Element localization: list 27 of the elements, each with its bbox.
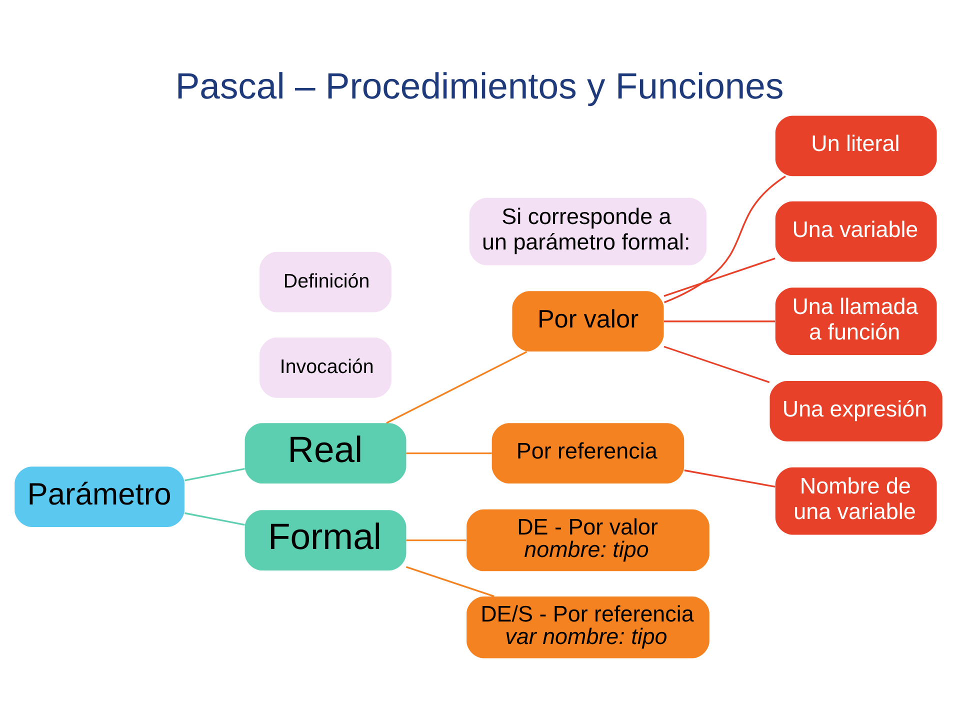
- connector: [684, 469, 775, 488]
- connector: [386, 350, 527, 424]
- connector: [663, 175, 786, 303]
- node-box: Por referencia: [491, 422, 684, 483]
- connector: [405, 566, 494, 597]
- node-box: Parámetro: [14, 466, 184, 526]
- connector: [663, 320, 775, 322]
- node-box: Un literal: [774, 115, 936, 176]
- connector: [184, 512, 244, 526]
- connector: [663, 345, 770, 383]
- node-box: Una expresión: [769, 380, 942, 441]
- node-box: Por valor: [512, 290, 664, 352]
- node-box: DE/S - Por referencia var nombre: tipo: [466, 596, 709, 658]
- node-box: Real: [244, 422, 406, 483]
- node-box: Invocación: [259, 337, 391, 398]
- node-box: Formal: [244, 510, 406, 570]
- connector: [406, 538, 466, 541]
- node-box: DE - Por valor nombre: tipo: [466, 508, 709, 571]
- node-box: Nombre de una variable: [774, 466, 936, 534]
- connector: [663, 257, 775, 296]
- node-box: Definición: [259, 251, 391, 312]
- node-box: Si corresponde a un parámetro formal:: [468, 197, 706, 265]
- connector: [184, 467, 244, 481]
- node-box: Una llamada a función: [774, 287, 936, 355]
- diagram-title: Pascal – Procedimientos y Funciones: [174, 65, 784, 106]
- node-box: Una variable: [774, 200, 936, 262]
- connector: [406, 452, 492, 454]
